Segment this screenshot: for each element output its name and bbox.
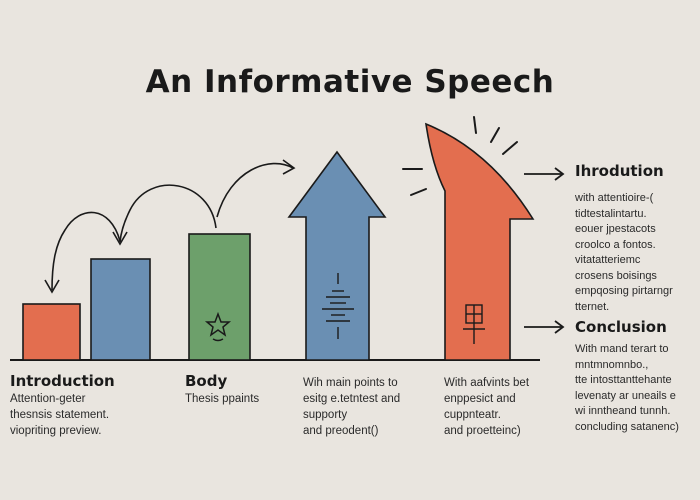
flow-arrows — [44, 159, 296, 294]
body-heading: Body — [185, 372, 228, 390]
star-icon — [204, 311, 232, 342]
page-title: An Informative Speech — [145, 64, 555, 100]
middle-bar — [90, 258, 151, 361]
rising-arrow — [287, 150, 387, 361]
body-bar — [188, 233, 251, 361]
equalizer-icon — [322, 273, 354, 339]
introduction-heading: Introduction — [10, 372, 115, 390]
main-points-text: Wih main points to esitg e.tetntest and … — [303, 377, 401, 437]
side-arrows — [524, 167, 565, 334]
side-conclusion-heading: Conclusion — [575, 318, 667, 336]
climax-arrow — [425, 122, 535, 361]
burst-lines — [402, 116, 518, 196]
grid-icon — [463, 304, 485, 344]
introduction-bar — [22, 303, 81, 361]
side-conclusion-text: With mand terart to mntmnomnbo., tte int… — [575, 343, 679, 433]
introduction-text: Attention-geter thesnsis statement. viop… — [10, 393, 110, 437]
side-intro-heading: Ihrodution — [575, 162, 664, 180]
side-intro-text: with attentioire-( tidtestalintartu. eou… — [575, 192, 673, 313]
body-text: Thesis ppaints — [185, 393, 260, 405]
climax-text: With aafvints bet enppesict and cuppntea… — [444, 377, 530, 437]
